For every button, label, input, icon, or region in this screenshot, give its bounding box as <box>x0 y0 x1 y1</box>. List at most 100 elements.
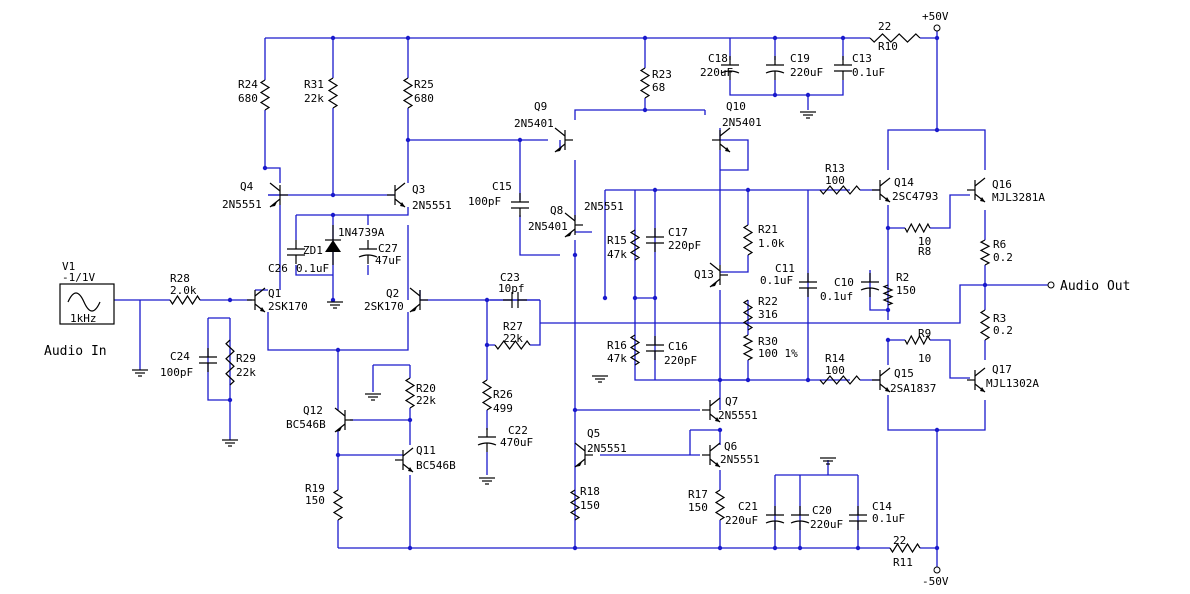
transistor-q6-part: 2N5551 <box>720 453 760 466</box>
transistor-q4-part: 2N5551 <box>222 198 262 211</box>
resistor-r28-value: 2.0k <box>170 284 197 297</box>
transistor-q6 <box>702 442 721 468</box>
resistor-r17-value: 150 <box>688 501 708 514</box>
transistor-q14-part: 2SC4793 <box>892 190 938 203</box>
transistor-q8 <box>564 212 583 238</box>
source-value: -1/1V <box>62 271 95 284</box>
resistor-r9-value: 10 <box>918 352 931 365</box>
resistor-r27-value: 22k <box>503 332 523 345</box>
transistor-q16-name: Q16 <box>992 178 1012 191</box>
ground-symbol-6 <box>592 375 608 383</box>
zener-zd1 <box>325 225 341 265</box>
transistor-q16 <box>967 177 986 203</box>
resistor-r31 <box>327 77 339 109</box>
resistor-r8 <box>904 222 931 234</box>
pos-rail-label: +50V <box>922 10 949 23</box>
resistor-r16-name: R16 <box>607 339 627 352</box>
capacitor-c14 <box>849 506 867 530</box>
capacitor-c10-name: C10 <box>834 276 854 289</box>
resistor-r17 <box>714 489 726 521</box>
resistor-r19-name: R19 <box>305 482 325 495</box>
transistor-q3 <box>387 182 406 208</box>
resistor-r31-name: R31 <box>304 78 324 91</box>
transistor-q1 <box>247 287 266 313</box>
capacitor-c19-name: C19 <box>790 52 810 65</box>
resistor-r20 <box>404 377 416 409</box>
transistor-q15-name: Q15 <box>894 367 914 380</box>
resistor-r10-name: R10 <box>878 40 898 53</box>
transistor-q7 <box>702 397 721 423</box>
resistor-r15-name: R15 <box>607 234 627 247</box>
resistor-r21 <box>742 224 754 256</box>
resistor-r14-value: 100 <box>825 364 845 377</box>
source-freq: 1kHz <box>70 312 97 325</box>
resistor-r2 <box>882 284 894 306</box>
capacitor-c19 <box>765 56 785 80</box>
capacitor-c22 <box>477 428 497 452</box>
capacitor-c11 <box>799 273 817 297</box>
resistor-r3-value: 0.2 <box>993 324 1013 337</box>
transistor-q12-name: Q12 <box>303 404 323 417</box>
capacitor-c24-name: C24 <box>170 350 190 363</box>
resistor-r13-name: R13 <box>825 162 845 175</box>
capacitor-c10 <box>860 273 880 297</box>
capacitor-c15-value: 100pF <box>468 195 501 208</box>
capacitor-c13-name: C13 <box>852 52 872 65</box>
resistor-r29-name: R29 <box>236 352 256 365</box>
resistor-r8-value: 10 <box>918 235 931 248</box>
zener-zd1-name: ZD1 <box>303 244 323 257</box>
resistor-r16-value: 47k <box>607 352 627 365</box>
transistor-q11 <box>395 447 414 473</box>
transistor-q4 <box>269 182 288 208</box>
resistor-r11-name: R11 <box>893 556 913 569</box>
transistor-q2-name: Q2 <box>386 287 399 300</box>
source-name: V1 <box>62 260 75 273</box>
transistor-q1-part: 2SK170 <box>268 300 308 313</box>
resistor-r23-name: R23 <box>652 68 672 81</box>
capacitor-c26-name: C26 <box>268 262 288 275</box>
transistor-q10-name: Q10 <box>726 100 746 113</box>
capacitor-c21-name: C21 <box>738 500 758 513</box>
ground-symbol-5 <box>479 477 495 485</box>
resistor-r18-value: 150 <box>580 499 600 512</box>
resistor-r18 <box>569 489 581 521</box>
ground-symbol-3 <box>327 301 343 309</box>
capacitor-c22-value: 470uF <box>500 436 533 449</box>
resistor-r17-name: R17 <box>688 488 708 501</box>
resistor-r24-value: 680 <box>238 92 258 105</box>
resistor-r3-name: R3 <box>993 312 1006 325</box>
transistor-q7-part: 2N5551 <box>718 409 758 422</box>
transistor-q17-name: Q17 <box>992 363 1012 376</box>
capacitor-c18 <box>720 56 740 80</box>
resistor-r20-value: 22k <box>416 394 436 407</box>
transistor-q15-part: 2SA1837 <box>890 382 936 395</box>
resistor-r30-value: 100 1% <box>758 347 798 360</box>
audio-out-label: Audio Out <box>1060 279 1130 294</box>
capacitor-c15-name: C15 <box>492 180 512 193</box>
resistor-r15-value: 47k <box>607 248 627 261</box>
transistor-q3-part: 2N5551 <box>412 199 452 212</box>
capacitor-c26-value: 0.1uF <box>296 262 329 275</box>
transistor-q5-name: Q5 <box>587 427 600 440</box>
resistor-r3 <box>979 309 991 341</box>
transistor-q5-part: 2N5551 <box>587 442 627 455</box>
ground-symbol-4 <box>365 393 381 401</box>
resistor-r14-name: R14 <box>825 352 845 365</box>
capacitor-c26 <box>287 240 305 264</box>
capacitor-c21 <box>765 506 785 530</box>
capacitor-c17 <box>646 228 664 252</box>
resistor-r14 <box>819 375 861 385</box>
components <box>59 24 1055 574</box>
capacitor-c27-name: C27 <box>378 242 398 255</box>
ground-symbol-7 <box>800 111 816 119</box>
resistor-r22 <box>742 299 754 331</box>
capacitor-c27 <box>358 240 378 264</box>
resistor-r13 <box>819 185 861 195</box>
resistor-r13-value: 100 <box>825 174 845 187</box>
transistor-q2-part: 2SK170 <box>364 300 404 313</box>
transistor-q13-name: Q13 <box>694 268 714 281</box>
capacitor-c18-value: 220uF <box>700 66 733 79</box>
resistor-r29 <box>225 339 235 386</box>
pos-rail-terminal <box>933 24 941 32</box>
